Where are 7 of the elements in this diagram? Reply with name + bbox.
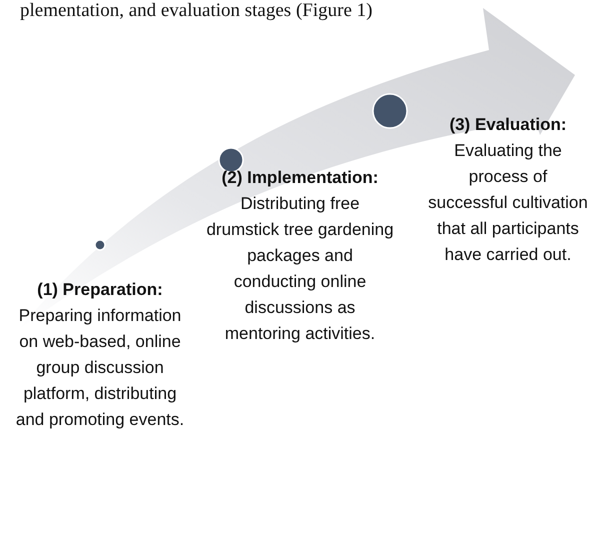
stage-description: Preparing information on web-based, online group discussion platform, distributing and promoting events. [14,305,186,431]
stage-heading: (3) Evaluation: [448,114,568,136]
text-fragment: plementation, and evaluation stages (Figure 1) [20,0,372,22]
stage-heading: (1) Preparation: [36,279,164,301]
stage-description: Evaluating the process of successful cultivation that all participants have carried out. [428,140,588,266]
stage-description: Distributing free drumstick tree gardening packages and conducting online discussions as mentoring activities. [205,193,395,345]
stage-heading: (2) Implementation: [220,167,380,189]
